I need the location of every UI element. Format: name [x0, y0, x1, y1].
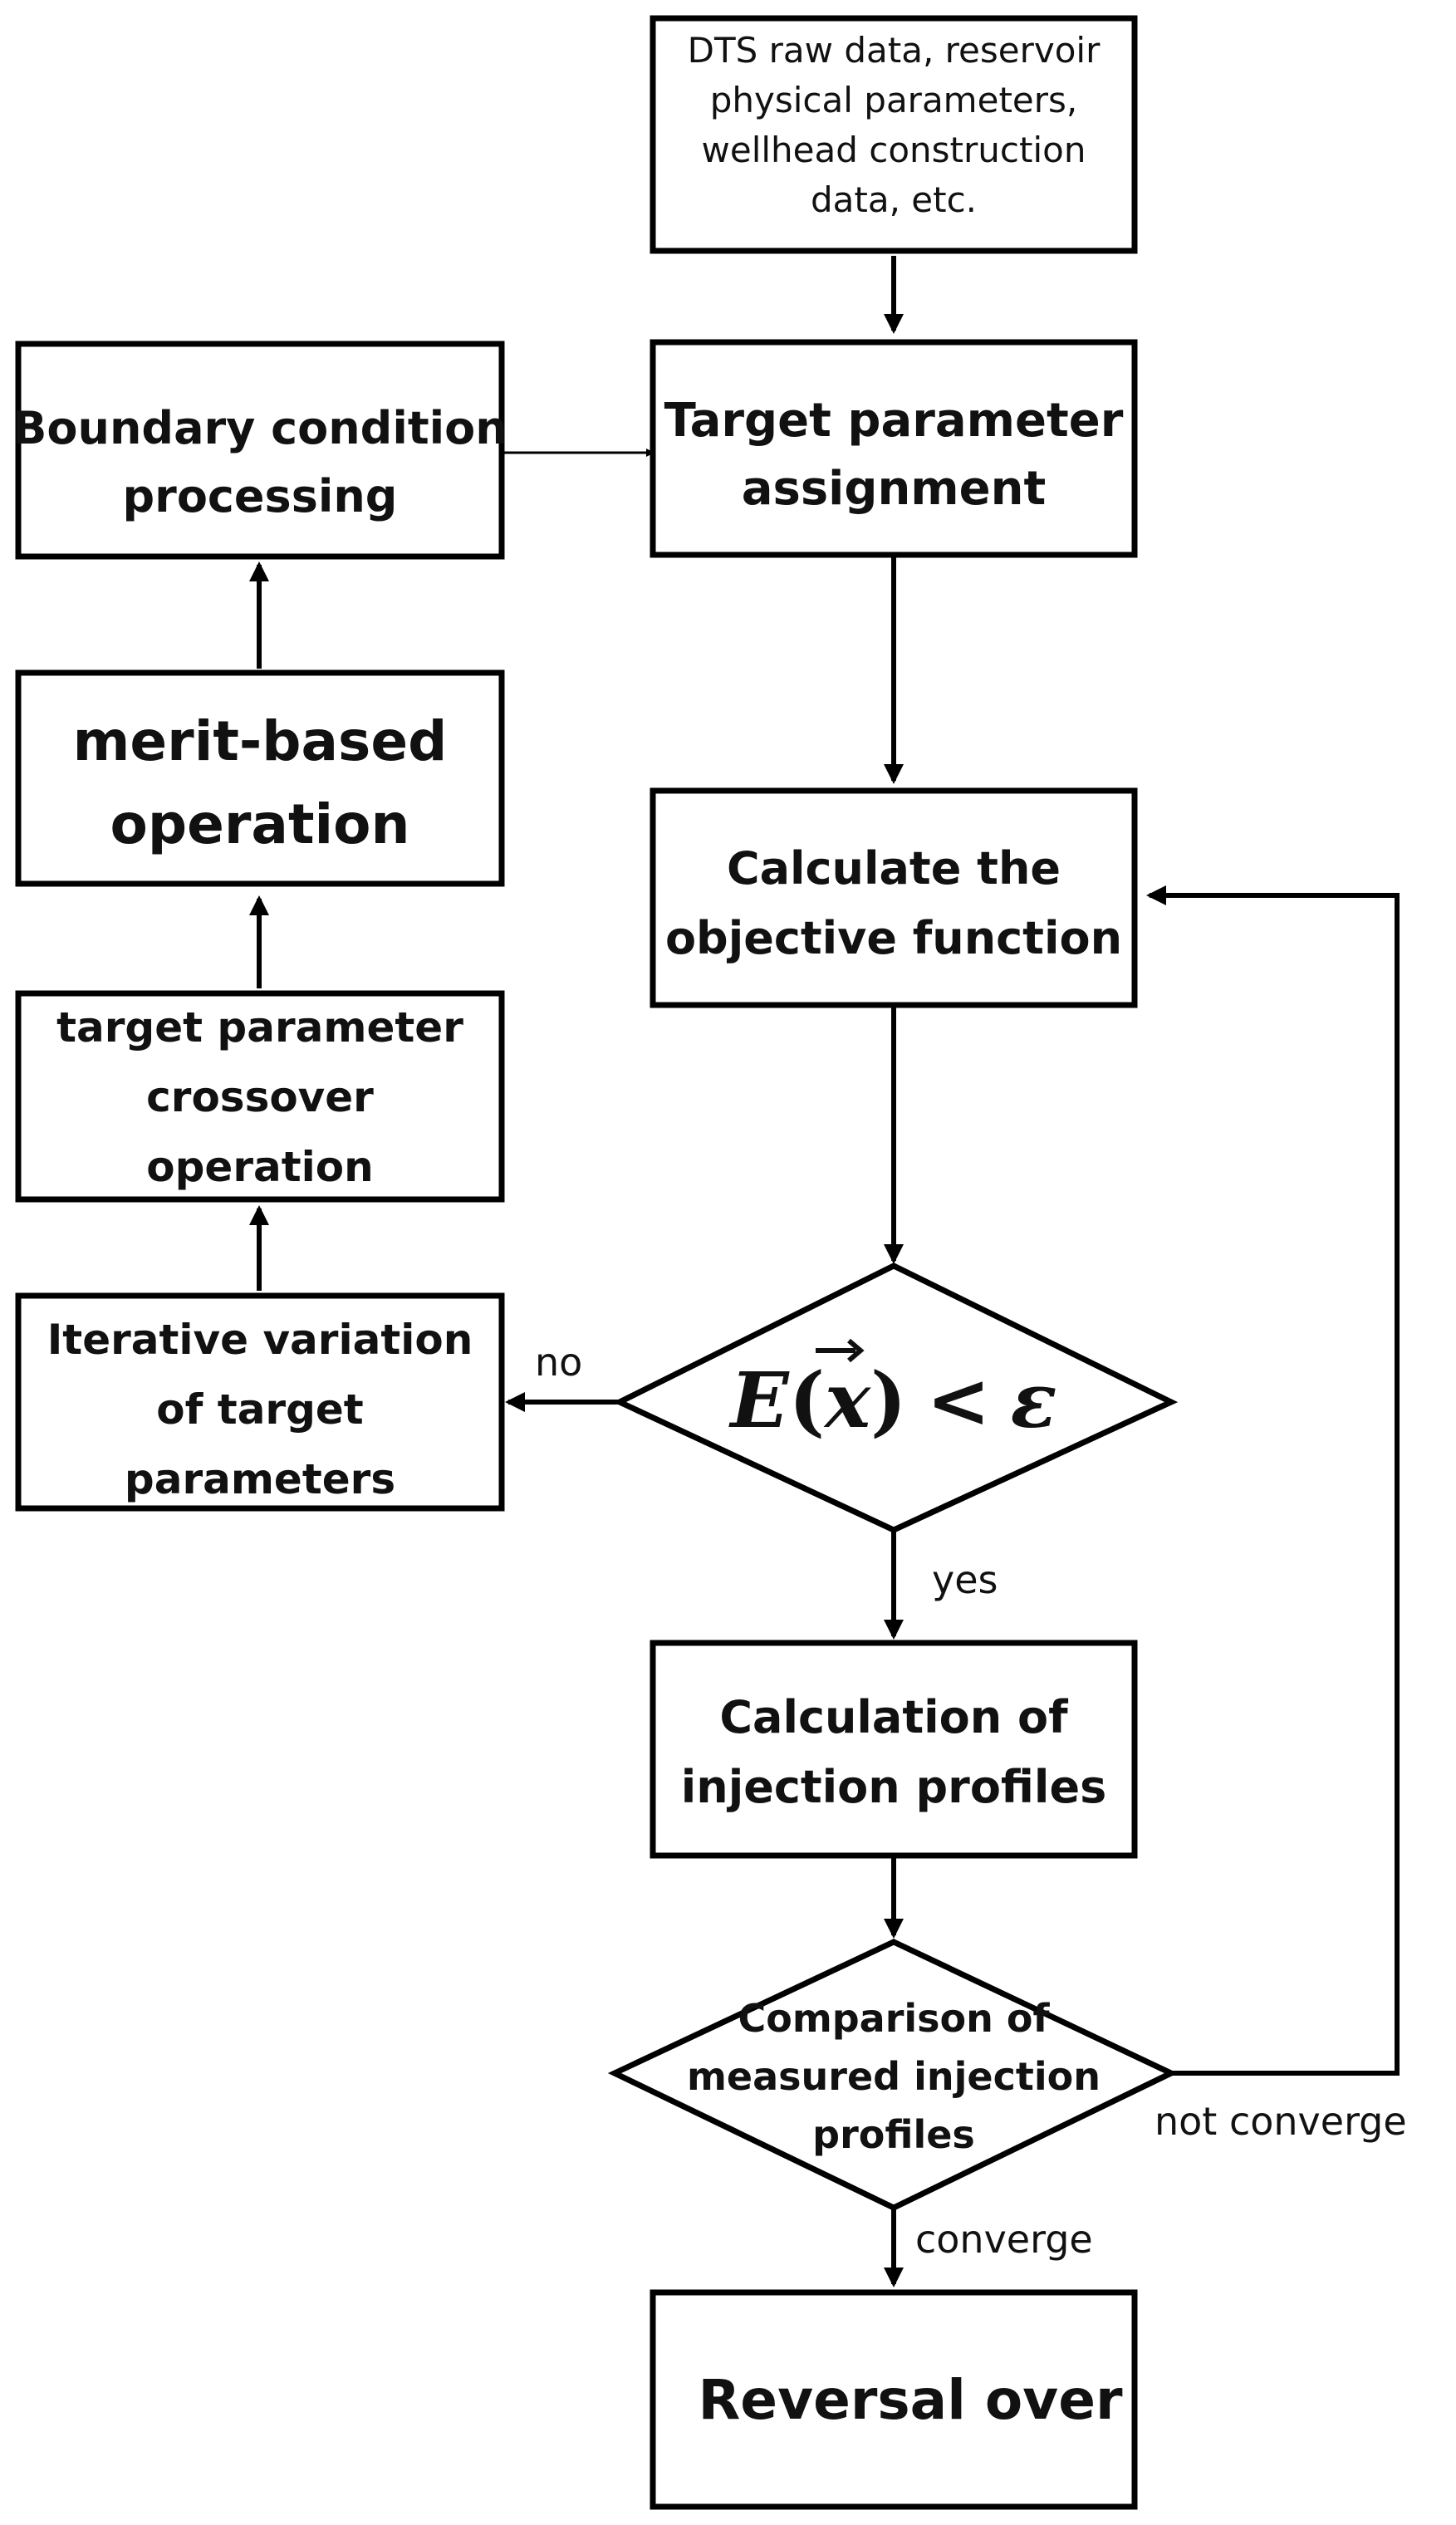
node-comparison-text: Comparison of measured injection profiles [687, 1996, 1101, 2157]
node-label-line: injection profiles [681, 1761, 1106, 1813]
node-label-line: processing [123, 470, 398, 522]
node-label-line: profiles [812, 2112, 975, 2157]
node-boundary-processing: Boundary condition processing [12, 341, 507, 560]
node-label-line: DTS raw data, reservoir [688, 30, 1101, 71]
node-label-line: target parameter [56, 1003, 463, 1052]
node-iterative-variation: Iterative variation of target parameters [15, 1292, 505, 1512]
node-merit-operation: merit-based operation [15, 669, 505, 887]
node-decision-error: E(x)<ε [612, 1262, 1179, 1533]
node-label-line: Iterative variation [47, 1316, 473, 1364]
node-label-line: operation [146, 1143, 373, 1191]
edge-labels: no yes not converge converge [535, 1340, 1407, 2262]
node-objective-function: Calculate the objective function [650, 787, 1138, 1008]
formula-operator: < [927, 1356, 991, 1445]
formula-epsilon: ε [1011, 1356, 1057, 1445]
node-reversal-over: Reversal over [650, 2289, 1138, 2510]
node-crossover-operation: target parameter crossover operation [15, 990, 505, 1203]
edges [249, 256, 1400, 2287]
node-label-line: Calculation of [719, 1691, 1068, 1743]
node-label-line: Comparison of [738, 1996, 1050, 2041]
node-comparison: Comparison of measured injection profiles [607, 1939, 1179, 2211]
decision-formula: E(x)<ε [728, 1356, 1056, 1445]
node-injection-profiles-text: Calculation of injection profiles [681, 1691, 1106, 1813]
node-input-data: DTS raw data, reservoir physical paramete… [650, 15, 1138, 254]
node-label-line: objective function [665, 912, 1122, 964]
node-label-line: operation [110, 792, 410, 856]
edge-label-converge: converge [915, 2217, 1093, 2262]
node-target-assignment-text: Target parameter assignment [664, 394, 1124, 516]
formula-close-paren: ) [870, 1356, 907, 1445]
vector-arrow-icon [816, 1338, 865, 1363]
node-crossover-operation-text: target parameter crossover operation [56, 1003, 463, 1191]
node-label-line: Boundary condition [12, 402, 507, 454]
node-objective-function-text: Calculate the objective function [665, 842, 1122, 964]
node-label-line: physical parameters, [710, 80, 1078, 120]
node-label-line: crossover [146, 1073, 374, 1121]
node-label-line: Target parameter [664, 394, 1124, 448]
node-label-line: wellhead construction [702, 130, 1086, 170]
edge-label-not-converge: not converge [1155, 2099, 1407, 2144]
node-label-line: measured injection [687, 2054, 1101, 2099]
node-label-line: of target [156, 1385, 363, 1434]
node-injection-profiles: Calculation of injection profiles [650, 1640, 1138, 1859]
node-label-line: assignment [742, 462, 1047, 516]
node-label-line: data, etc. [811, 179, 977, 220]
formula-open-paren: ( [789, 1356, 826, 1445]
node-merit-operation-text: merit-based operation [73, 709, 448, 856]
formula-func: E [728, 1356, 790, 1445]
node-iterative-variation-text: Iterative variation of target parameters [47, 1316, 473, 1503]
node-label-line: Reversal over [698, 2368, 1122, 2432]
edge-label-yes: yes [932, 1557, 998, 1602]
node-label-line: parameters [125, 1455, 395, 1503]
node-target-assignment: Target parameter assignment [650, 339, 1138, 558]
node-boundary-processing-text: Boundary condition processing [12, 402, 507, 522]
edge-label-no: no [535, 1340, 582, 1385]
node-reversal-over-text: Reversal over [698, 2368, 1122, 2432]
node-label-line: Calculate the [727, 842, 1061, 895]
node-label-line: merit-based [73, 709, 448, 773]
edge-comparison-to-objective [1146, 885, 1400, 2076]
formula-var: x [823, 1356, 871, 1445]
node-input-data-text: DTS raw data, reservoir physical paramete… [688, 30, 1101, 220]
